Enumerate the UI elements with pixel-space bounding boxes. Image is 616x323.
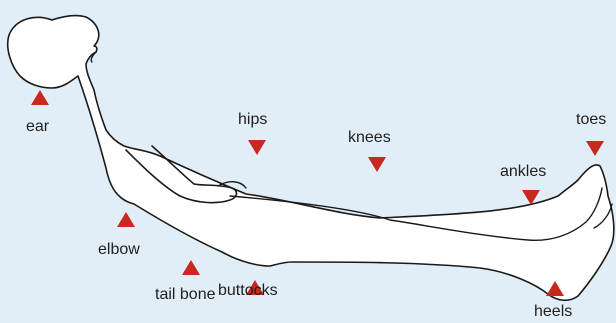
label-buttocks: buttocks [218, 283, 278, 299]
label-elbow: elbow [98, 242, 140, 258]
label-heels: heels [534, 304, 572, 320]
marker-tail-bone [182, 260, 200, 275]
label-toes: toes [576, 112, 606, 128]
label-knees: knees [348, 130, 391, 146]
marker-elbow [117, 212, 135, 227]
label-ankles: ankles [500, 164, 546, 180]
label-hips: hips [238, 112, 267, 128]
marker-ear [31, 90, 49, 105]
marker-hips [248, 140, 266, 155]
marker-toes [586, 141, 604, 156]
marker-knees [368, 157, 386, 172]
label-tail-bone: tail bone [155, 287, 216, 303]
label-ear: ear [26, 119, 49, 135]
